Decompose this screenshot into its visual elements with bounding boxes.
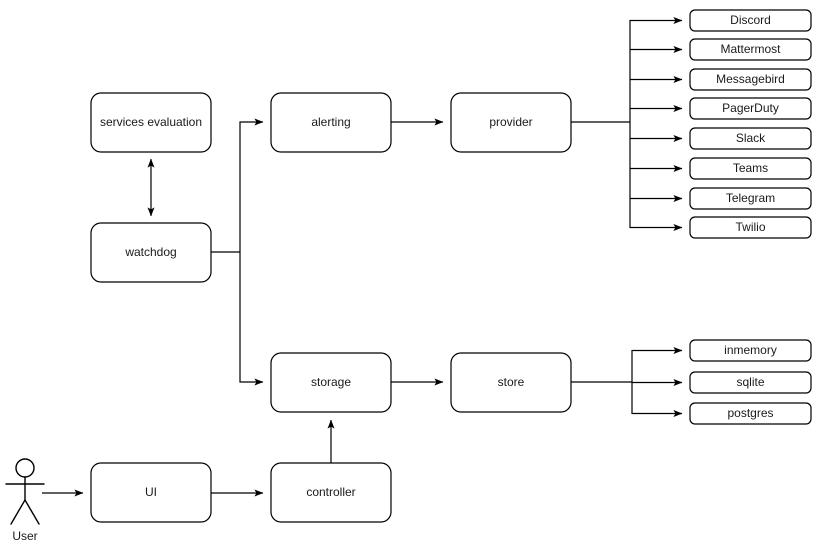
node-pagerduty-label: PagerDuty <box>722 101 779 115</box>
node-controller-label: controller <box>306 485 355 499</box>
node-teams-label: Teams <box>733 161 768 175</box>
node-store[interactable]: store <box>450 352 572 413</box>
node-telegram-label: Telegram <box>726 191 775 205</box>
node-services-evaluation[interactable]: services evaluation <box>90 92 212 153</box>
node-services-evaluation-label: services evaluation <box>100 115 202 129</box>
node-provider[interactable]: provider <box>450 92 572 153</box>
node-storage[interactable]: storage <box>270 352 392 413</box>
provider-branch-lines <box>630 17 683 231</box>
edge-watchdog-to-storage[interactable] <box>239 252 264 386</box>
node-controller-box <box>270 462 392 523</box>
node-inmemory-box <box>689 339 812 362</box>
node-pagerduty-box <box>689 97 812 120</box>
node-services-evaluation-box <box>90 92 212 153</box>
node-pagerduty[interactable]: PagerDuty <box>689 97 812 120</box>
edge-layer <box>42 17 683 497</box>
user-actor[interactable]: User <box>5 458 45 543</box>
node-slack[interactable]: Slack <box>689 127 812 150</box>
node-telegram-box <box>689 187 812 210</box>
node-provider-label: provider <box>489 115 532 129</box>
node-postgres-box <box>689 402 812 425</box>
node-twilio[interactable]: Twilio <box>689 216 812 239</box>
node-sqlite-box <box>689 371 812 394</box>
node-messagebird-box <box>689 68 812 91</box>
node-teams-box <box>689 157 812 180</box>
node-telegram[interactable]: Telegram <box>689 187 812 210</box>
node-discord-box <box>689 9 812 32</box>
node-alerting-box <box>270 92 392 153</box>
node-storage-label: storage <box>311 375 351 389</box>
node-store-label: store <box>498 375 525 389</box>
node-inmemory-label: inmemory <box>724 343 777 357</box>
node-postgres-label: postgres <box>727 406 773 420</box>
store-branch-lines <box>632 347 683 417</box>
node-discord-label: Discord <box>730 13 771 27</box>
node-watchdog[interactable]: watchdog <box>90 222 212 283</box>
node-controller[interactable]: controller <box>270 462 392 523</box>
store-targets-layer: inmemory sqlite postgres <box>689 339 812 425</box>
node-twilio-label: Twilio <box>735 220 765 234</box>
node-slack-box <box>689 127 812 150</box>
actor-label: User <box>12 529 37 543</box>
node-alerting[interactable]: alerting <box>270 92 392 153</box>
node-layer: services evaluation watchdog alerting pr… <box>90 92 572 523</box>
node-mattermost-box <box>689 38 812 61</box>
node-discord[interactable]: Discord <box>689 9 812 32</box>
node-ui[interactable]: UI <box>90 462 212 523</box>
node-mattermost[interactable]: Mattermost <box>689 38 812 61</box>
node-watchdog-label: watchdog <box>124 245 176 259</box>
node-provider-box <box>450 92 572 153</box>
node-sqlite[interactable]: sqlite <box>689 371 812 394</box>
edge-watchdog-to-alerting[interactable] <box>239 118 264 252</box>
node-messagebird[interactable]: Messagebird <box>689 68 812 91</box>
actor-head-icon <box>15 458 35 478</box>
node-ui-box <box>90 462 212 523</box>
node-inmemory[interactable]: inmemory <box>689 339 812 362</box>
node-alerting-label: alerting <box>311 115 350 129</box>
node-teams[interactable]: Teams <box>689 157 812 180</box>
node-ui-label: UI <box>145 485 157 499</box>
node-postgres[interactable]: postgres <box>689 402 812 425</box>
actor-legs-icon <box>10 499 40 525</box>
node-sqlite-label: sqlite <box>736 375 764 389</box>
node-watchdog-box <box>90 222 212 283</box>
node-twilio-box <box>689 216 812 239</box>
node-store-box <box>450 352 572 413</box>
node-storage-box <box>270 352 392 413</box>
node-mattermost-label: Mattermost <box>720 42 781 56</box>
node-messagebird-label: Messagebird <box>716 72 785 86</box>
node-slack-label: Slack <box>736 131 766 145</box>
provider-targets-layer: DiscordMattermostMessagebirdPagerDutySla… <box>689 9 812 239</box>
